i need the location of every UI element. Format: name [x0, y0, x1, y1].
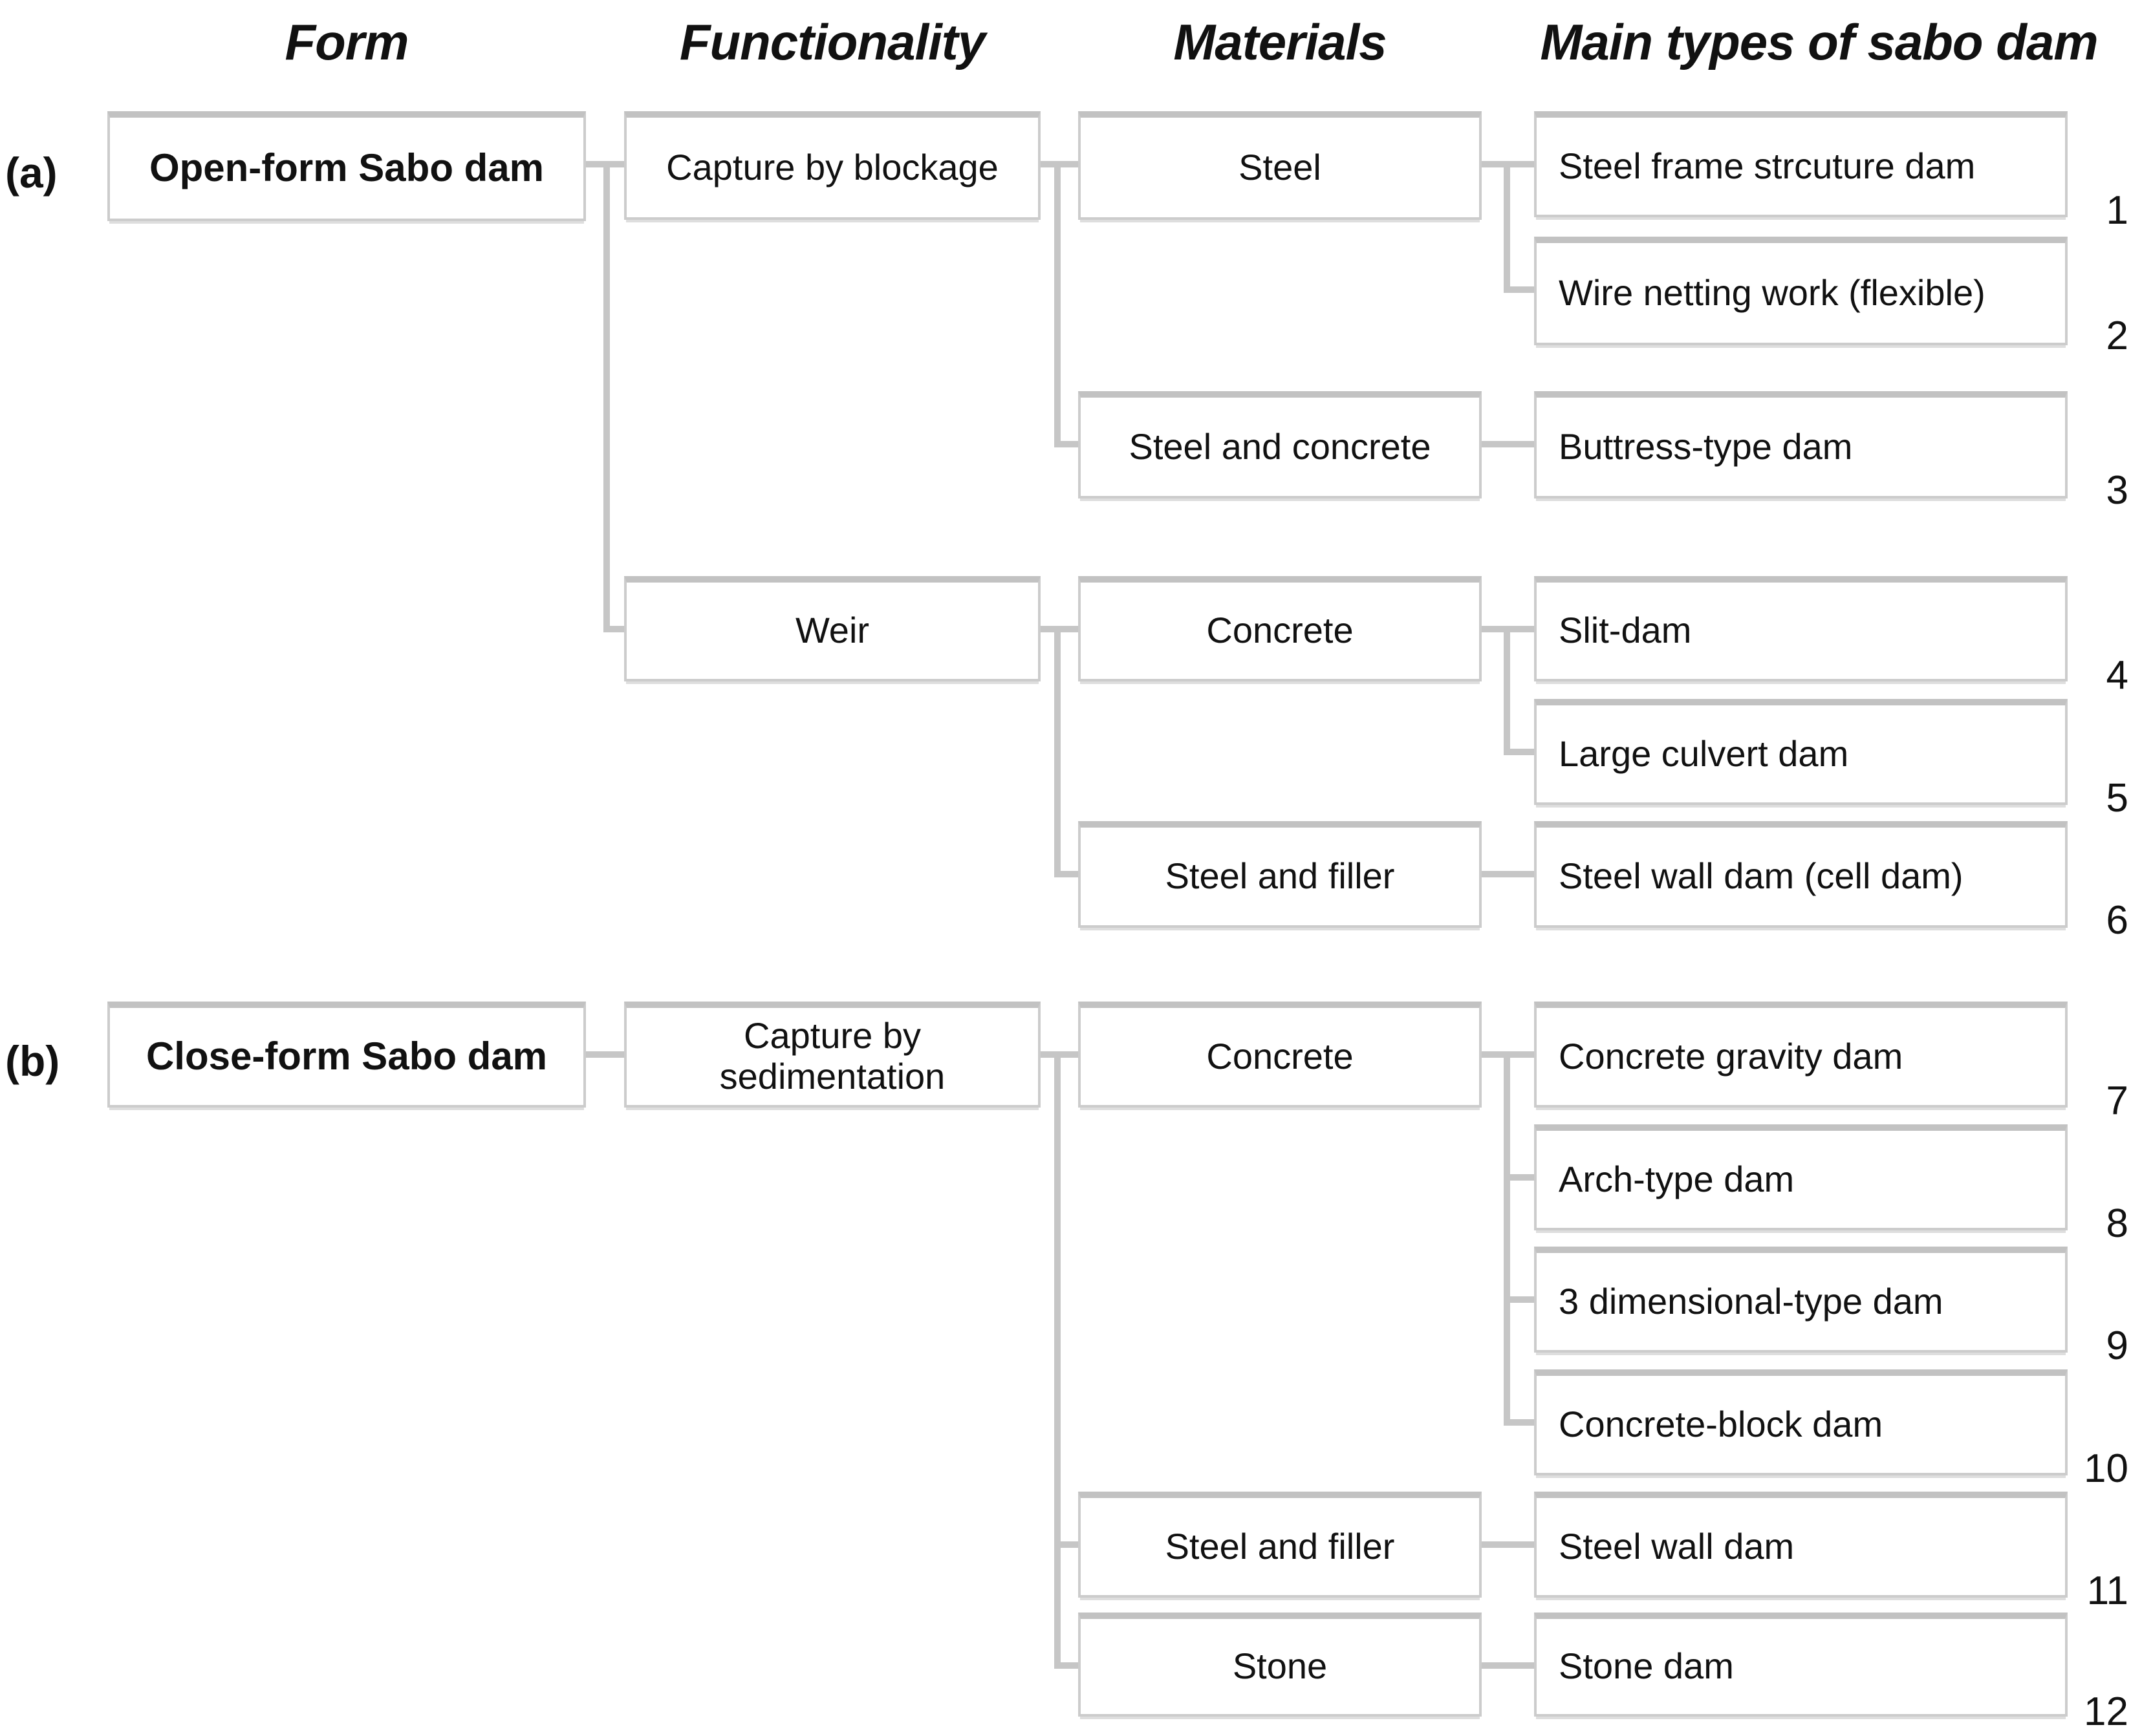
type-number-7: 7 — [2106, 1078, 2128, 1123]
node-form-open: Open-form Sabo dam — [107, 111, 586, 221]
node-label: Wire netting work (flexible) — [1559, 272, 1985, 313]
connector-h — [1482, 1662, 1534, 1669]
column-header-form: Form — [285, 14, 409, 70]
node-type-stone-dam: Stone dam — [1534, 1613, 2068, 1717]
connector-v — [1054, 161, 1061, 447]
connector-v — [1504, 626, 1510, 755]
node-type-concrete-gravity-dam: Concrete gravity dam — [1534, 1002, 2068, 1108]
node-label: Open-form Sabo dam — [149, 146, 545, 190]
section-b-label: (b) — [5, 1037, 60, 1085]
node-type-steel-frame-structure-dam: Steel frame strcuture dam — [1534, 111, 2068, 217]
type-number-3: 3 — [2106, 467, 2128, 513]
connector-h — [603, 626, 624, 632]
connector-v — [1054, 626, 1061, 877]
node-functionality-weir: Weir — [624, 576, 1041, 681]
connector-h — [1482, 1541, 1534, 1548]
connector-v — [1504, 1051, 1510, 1426]
node-type-slit-dam: Slit-dam — [1534, 576, 2068, 681]
node-label: Stone — [1232, 1645, 1328, 1687]
node-label: Steel — [1239, 146, 1321, 188]
type-number-12: 12 — [2084, 1689, 2128, 1734]
node-label: Steel wall dam — [1559, 1525, 1795, 1567]
connector-h — [586, 1051, 624, 1058]
node-material-steel-and-filler-b: Steel and filler — [1078, 1492, 1482, 1598]
connector-h — [1054, 1662, 1078, 1669]
connector-h — [1054, 1541, 1078, 1548]
type-number-9: 9 — [2106, 1323, 2128, 1368]
node-label: Steel and filler — [1165, 1525, 1395, 1567]
node-label: Slit-dam — [1559, 610, 1692, 651]
node-label: Buttress-type dam — [1559, 425, 1853, 467]
type-number-4: 4 — [2106, 652, 2128, 698]
node-label: Stone dam — [1559, 1645, 1734, 1687]
connector-v — [1504, 161, 1510, 293]
node-material-steel-and-concrete: Steel and concrete — [1078, 391, 1482, 498]
type-number-5: 5 — [2106, 775, 2128, 820]
type-number-11: 11 — [2086, 1568, 2128, 1613]
connector-v — [603, 161, 610, 632]
column-header-functionality: Functionality — [679, 14, 986, 70]
node-functionality-capture-by-sedimentation: Capture by sedimentation — [624, 1002, 1041, 1108]
node-label: 3 dimensional-type dam — [1559, 1280, 1943, 1322]
node-label: Steel and filler — [1165, 855, 1395, 897]
connector-h — [1482, 871, 1534, 877]
node-type-large-culvert-dam: Large culvert dam — [1534, 699, 2068, 805]
node-label: Large culvert dam — [1559, 733, 1849, 774]
type-number-2: 2 — [2106, 313, 2128, 358]
node-type-buttress-type-dam: Buttress-type dam — [1534, 391, 2068, 498]
node-label: Steel wall dam (cell dam) — [1559, 855, 1963, 897]
connector-h — [1054, 871, 1078, 877]
node-label: Capture by blockage — [666, 146, 999, 188]
node-label: Arch-type dam — [1559, 1158, 1795, 1199]
type-number-6: 6 — [2106, 897, 2128, 943]
node-label: Capture by sedimentation — [719, 1015, 946, 1097]
node-material-steel-and-filler-a: Steel and filler — [1078, 821, 1482, 928]
connector-h — [1504, 749, 1534, 755]
node-label: Steel and concrete — [1129, 425, 1431, 467]
type-number-10: 10 — [2084, 1446, 2128, 1491]
node-type-steel-wall-dam: Steel wall dam — [1534, 1492, 2068, 1598]
connector-h — [1504, 286, 1534, 293]
connector-v — [1054, 1051, 1061, 1669]
section-a-label: (a) — [5, 149, 58, 197]
node-material-stone: Stone — [1078, 1613, 1482, 1717]
node-functionality-capture-by-blockage: Capture by blockage — [624, 111, 1041, 220]
connector-h — [1504, 1296, 1534, 1303]
node-label: Weir — [795, 610, 870, 651]
type-number-1: 1 — [2106, 188, 2128, 233]
node-form-close: Close-form Sabo dam — [107, 1002, 586, 1108]
node-material-concrete-b: Concrete — [1078, 1002, 1482, 1108]
node-type-arch-type-dam: Arch-type dam — [1534, 1124, 2068, 1230]
node-type-steel-wall-dam-cell: Steel wall dam (cell dam) — [1534, 821, 2068, 928]
column-header-main-types: Main types of sabo dam — [1540, 14, 2098, 70]
connector-h — [1504, 1174, 1534, 1181]
node-label: Concrete-block dam — [1559, 1403, 1883, 1444]
connector-h — [1054, 441, 1078, 447]
node-material-steel-a: Steel — [1078, 111, 1482, 220]
connector-h — [1504, 1419, 1534, 1426]
node-type-3-dimensional-type-dam: 3 dimensional-type dam — [1534, 1247, 2068, 1353]
node-material-concrete-a: Concrete — [1078, 576, 1482, 681]
node-label: Steel frame strcuture dam — [1559, 145, 1976, 186]
type-number-8: 8 — [2106, 1201, 2128, 1246]
node-label: Concrete — [1206, 610, 1354, 651]
node-label: Concrete — [1206, 1035, 1354, 1077]
node-type-wire-netting-work: Wire netting work (flexible) — [1534, 237, 2068, 345]
node-label: Concrete gravity dam — [1559, 1035, 1903, 1077]
node-label: Close-form Sabo dam — [146, 1034, 548, 1078]
node-type-concrete-block-dam: Concrete-block dam — [1534, 1369, 2068, 1475]
column-header-materials: Materials — [1173, 14, 1387, 70]
connector-h — [1482, 441, 1534, 447]
